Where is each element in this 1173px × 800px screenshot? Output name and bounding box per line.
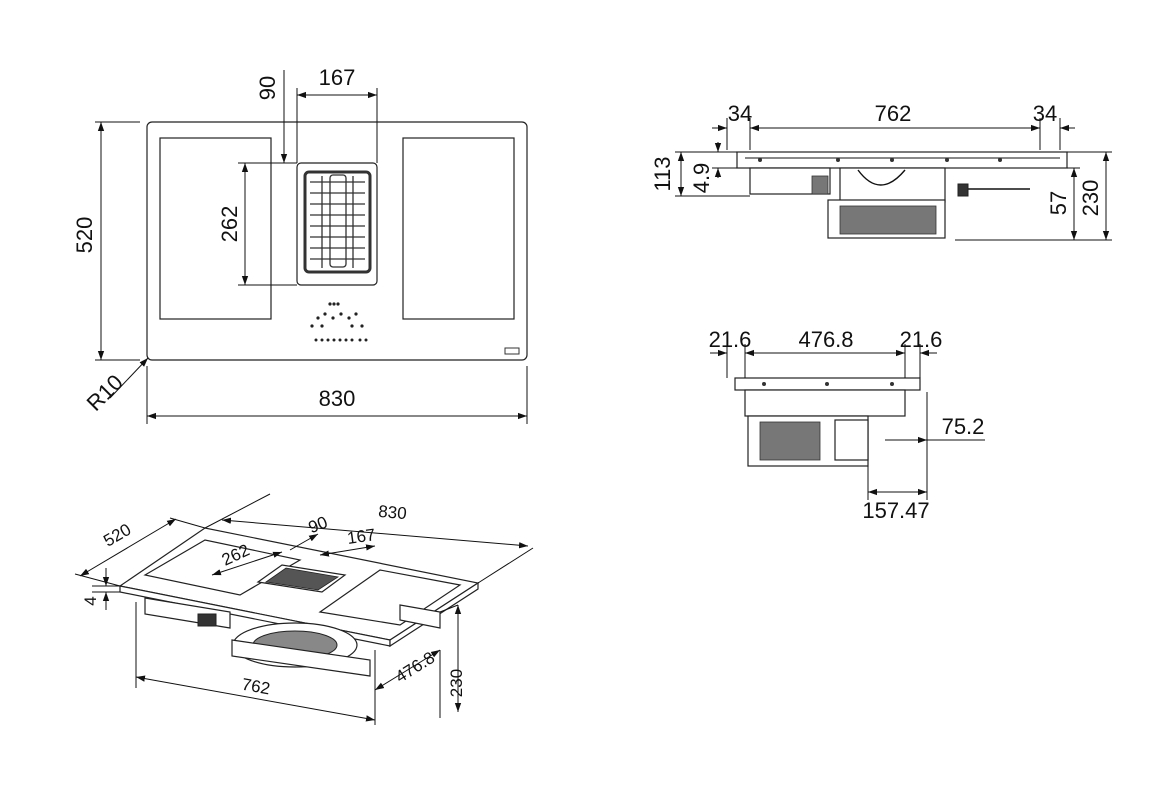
dim-iso-vent-width: 167 (346, 525, 377, 548)
vent-grille (303, 170, 372, 274)
dim-side-cutout-width: 762 (875, 101, 912, 126)
dim-iso-glass-thickness: 4 (81, 596, 100, 605)
side-filter (839, 205, 937, 235)
dim-end-offset-small: 75.2 (942, 414, 985, 439)
dim-side-total-height: 230 (1078, 180, 1103, 217)
iso-view: 830 520 90 167 262 4 762 476.8 230 (74, 493, 534, 725)
dim-iso-width: 830 (378, 502, 408, 523)
dim-iso-vent-offset: 90 (306, 513, 331, 538)
end-filter (759, 421, 821, 461)
side-motor-housing (839, 167, 946, 203)
end-body (744, 389, 906, 417)
side-plug (957, 183, 969, 197)
dim-iso-depth: 520 (100, 520, 134, 551)
dim-top-vent-offset: 90 (255, 76, 280, 100)
touch-control-panel (310, 302, 368, 342)
dim-iso-height: 230 (447, 669, 466, 697)
dim-side-glass-thickness: 4.9 (689, 163, 714, 194)
cooking-zone-left (159, 137, 272, 320)
dim-top-depth: 520 (72, 217, 97, 254)
end-view: 21.6 476.8 21.6 75.2 157.47 (709, 327, 985, 523)
dim-end-offset-large: 157.47 (862, 498, 929, 523)
top-view: 520 830 167 90 262 R10 (72, 65, 528, 424)
side-fixing-points (758, 158, 1002, 162)
side-fan (857, 169, 906, 186)
dim-side-body-height: 57 (1046, 191, 1071, 215)
iso-connector (197, 613, 217, 627)
iso-side-unit (399, 604, 441, 629)
cooking-zone-right (402, 137, 515, 320)
dim-corner-radius: R10 (82, 370, 128, 416)
iso-zone-right (318, 569, 462, 626)
dim-end-right-margin: 21.6 (900, 327, 943, 352)
end-motor (834, 419, 869, 461)
dim-side-left-margin: 34 (728, 101, 752, 126)
dim-end-left-margin: 21.6 (709, 327, 752, 352)
dim-side-right-margin: 34 (1033, 101, 1057, 126)
side-glass (736, 151, 1068, 169)
dim-end-cutout-depth: 476.8 (798, 327, 853, 352)
side-view: 34 762 34 113 4.9 57 230 (650, 101, 1112, 241)
end-fixing-points (762, 382, 894, 386)
dim-iso-cutout-width: 762 (240, 675, 271, 699)
side-connector (811, 175, 829, 195)
vent-grille-bars (310, 174, 365, 268)
brand-badge (504, 347, 520, 355)
dim-top-width: 830 (319, 386, 356, 411)
dim-top-zone-depth: 262 (217, 206, 242, 243)
dim-iso-cutout-depth: 476.8 (392, 648, 438, 687)
dim-top-vent-width: 167 (319, 65, 356, 90)
dim-side-overall-height: 113 (650, 156, 675, 191)
